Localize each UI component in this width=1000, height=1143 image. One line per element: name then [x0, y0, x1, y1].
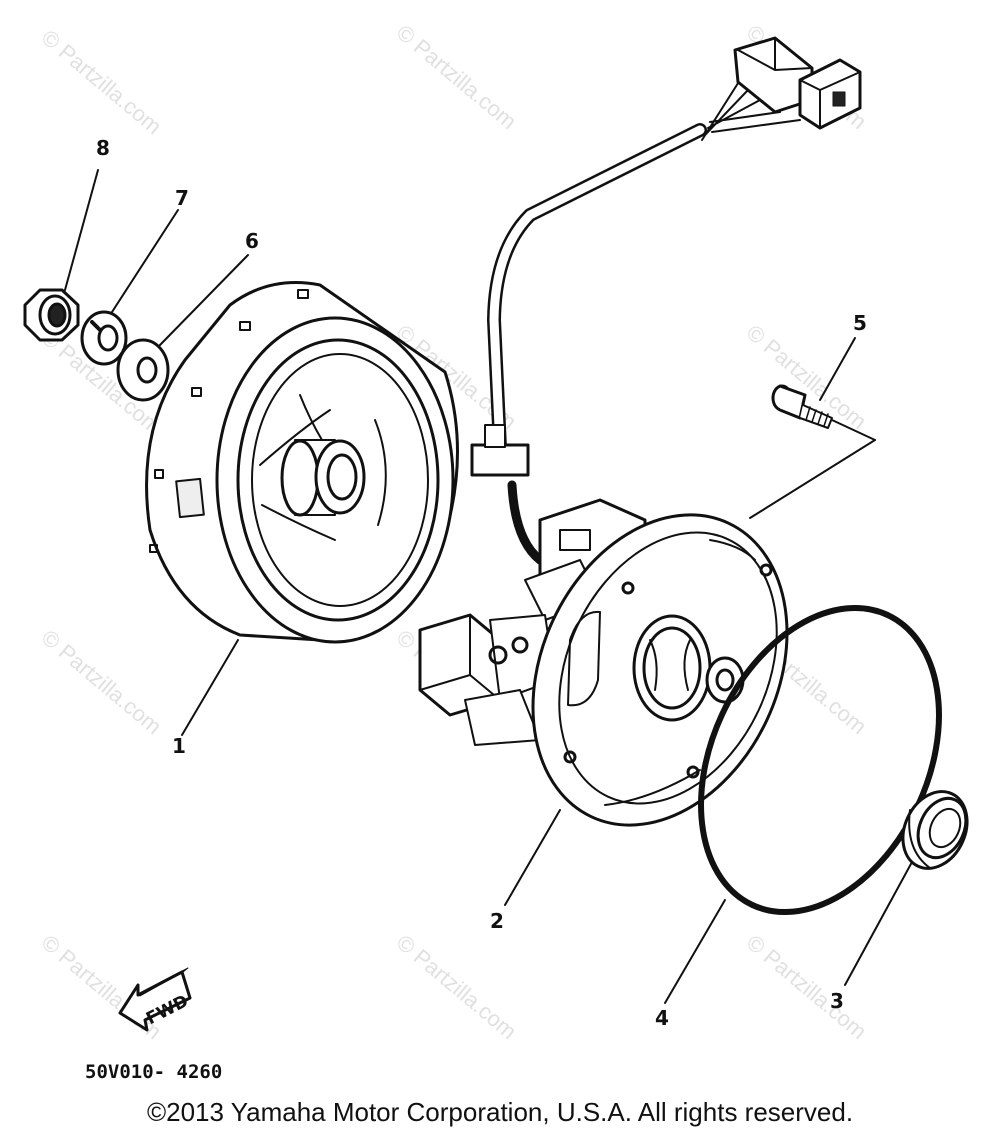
nut-part: [23, 288, 80, 342]
fwd-direction-marker: [118, 967, 192, 1032]
arrow-icon: [118, 970, 192, 1032]
leader-line-5c: [749, 439, 876, 519]
stator-assembly-part: [418, 36, 862, 827]
callout-3: 3: [830, 989, 844, 1013]
lock-washer-part: [80, 310, 128, 366]
oil-seal-part: [901, 790, 969, 870]
leader-line-4: [664, 899, 726, 1004]
callout-6: 6: [245, 229, 259, 253]
leader-line-6: [159, 254, 249, 346]
leader-line-1: [181, 639, 239, 736]
plain-washer-part: [116, 338, 170, 402]
exploded-parts-diagram: © Partzilla.com © Partzilla.com © Partzi…: [23, 20, 969, 1083]
watermark: © Partzilla.com: [37, 625, 167, 739]
flywheel-rotor-part: [145, 281, 459, 644]
watermark: © Partzilla.com: [742, 930, 872, 1044]
leader-line-7: [111, 209, 179, 313]
callout-5: 5: [853, 311, 867, 335]
callout-1: 1: [172, 734, 186, 758]
watermark: © Partzilla.com: [392, 20, 522, 134]
reference-code: 50V010- 4260: [85, 1061, 222, 1083]
callout-7: 7: [175, 186, 189, 210]
leader-lines: [64, 169, 913, 1004]
callout-2: 2: [490, 909, 504, 933]
leader-line-5: [819, 337, 856, 401]
leader-line-8: [64, 169, 99, 291]
watermark: © Partzilla.com: [37, 25, 167, 139]
copyright-notice: ©2013 Yamaha Motor Corporation, U.S.A. A…: [146, 1097, 854, 1127]
callout-4: 4: [655, 1006, 669, 1030]
watermark: © Partzilla.com: [392, 930, 522, 1044]
callout-labels: 1 2 3 4 5 6 7 8: [96, 136, 867, 1030]
leader-line-5b: [831, 419, 876, 441]
leader-line-2: [504, 809, 561, 906]
screw-part: [771, 384, 833, 429]
callout-8: 8: [96, 136, 110, 160]
leader-line-3: [844, 861, 913, 986]
